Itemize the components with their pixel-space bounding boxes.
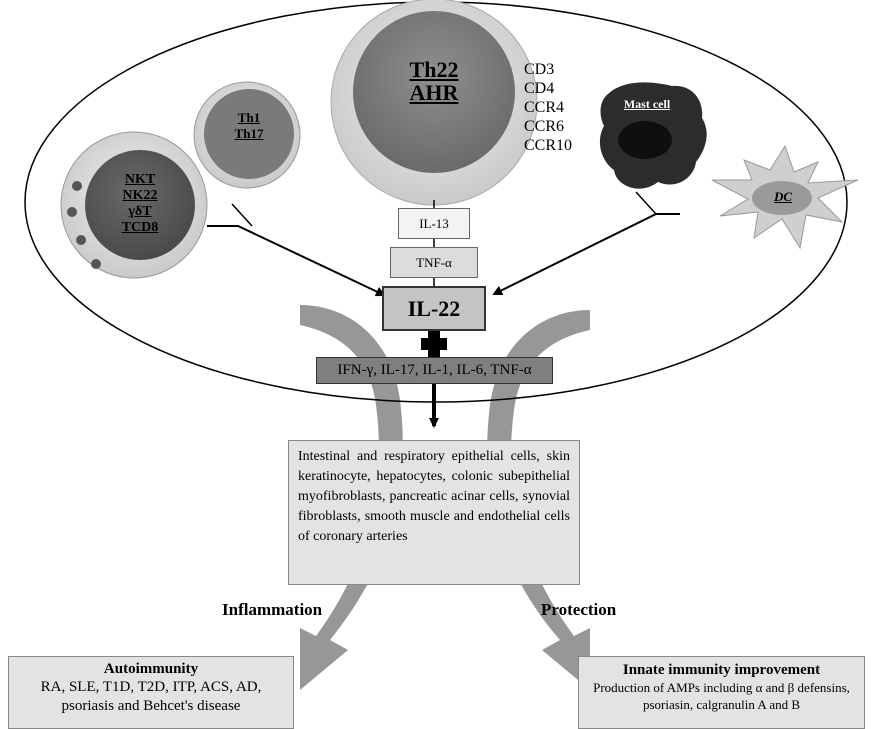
nkt-cell: [85, 150, 195, 260]
target-cells-box: Intestinal and respiratory epithelial ce…: [288, 440, 580, 585]
right-gray-curve-arrow: [487, 310, 590, 690]
mast-label: Mast cell: [623, 97, 671, 111]
marker: CCR10: [524, 137, 573, 154]
granule-dot: [76, 235, 86, 245]
mast-nucleus: [618, 121, 672, 159]
th1-branch-line: [231, 203, 253, 227]
mast-to-il22-arrow: [492, 213, 680, 295]
innate-immunity-body: Production of AMPs including α and β def…: [593, 680, 850, 712]
autoimmunity-box: Autoimmunity RA, SLE, T1D, T2D, ITP, ACS…: [8, 656, 294, 729]
th1-name: Th1: [237, 110, 261, 125]
th22-name: Th22: [409, 57, 459, 82]
left-gray-curve-arrow: [300, 305, 403, 690]
tcd8-name: TCD8: [121, 220, 159, 235]
nkt-label: NKT NK22 γδT TCD8: [100, 172, 180, 236]
th22-markers: CD3 CD4 CCR4 CCR6 CCR10: [524, 60, 572, 155]
autoimmunity-title: Autoimmunity: [103, 661, 199, 677]
plus-icon: [421, 331, 447, 357]
il13-box: IL-13: [398, 208, 470, 239]
tnf-box: TNF-α: [390, 247, 478, 278]
cytokine-combo-box: IFN-γ, IL-17, IL-1, IL-6, TNF-α: [316, 357, 553, 384]
marker: CCR6: [524, 118, 565, 135]
nk22-name: NK22: [122, 188, 158, 203]
th1-label: Th1 Th17: [209, 110, 289, 142]
innate-immunity-box: Innate immunity improvement Production o…: [578, 656, 865, 729]
dc-label: DC: [773, 189, 793, 204]
innate-immunity-title: Innate immunity improvement: [622, 662, 821, 678]
th22-cell: [353, 11, 515, 173]
marker: CCR4: [524, 99, 565, 116]
nkt-name: NKT: [124, 172, 156, 187]
granule-dot: [72, 181, 82, 191]
protection-label: Protection: [541, 600, 617, 619]
th1-cell: [204, 89, 294, 179]
marker: CD4: [524, 80, 555, 97]
gdt-name: γδT: [128, 204, 152, 219]
mast-branch-line: [635, 191, 657, 215]
autoimmunity-body: RA, SLE, T1D, T2D, ITP, ACS, AD, psorias…: [40, 679, 262, 714]
marker: CD3: [524, 61, 555, 78]
th22-label: Th22 AHR: [384, 58, 484, 104]
granule-dot: [91, 259, 101, 269]
granule-dot: [67, 207, 77, 217]
th17-name: Th17: [234, 126, 264, 141]
nkt-to-il22-arrow: [207, 225, 386, 297]
dc-nucleus: [752, 181, 812, 215]
il22-box: IL-22: [382, 286, 486, 331]
ahr-name: AHR: [409, 80, 459, 106]
inflammation-label: Inflammation: [222, 600, 323, 619]
